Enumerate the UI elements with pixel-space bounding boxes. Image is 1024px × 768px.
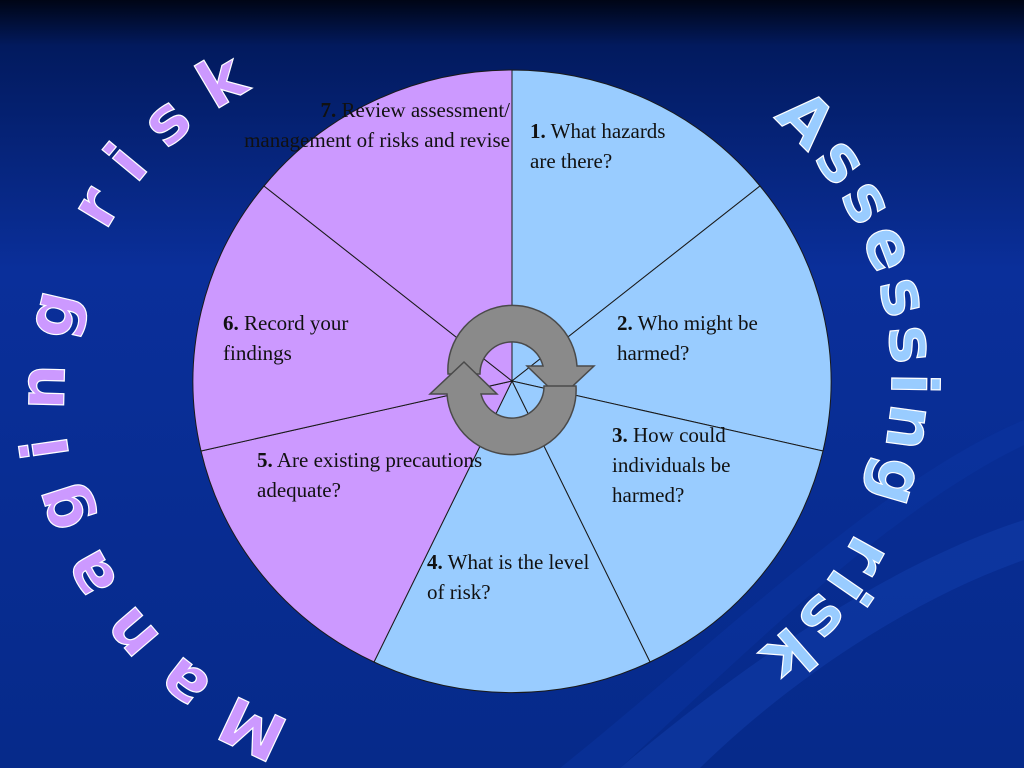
step-3-text: How could individuals be harmed? bbox=[612, 423, 731, 507]
segment-6 bbox=[192, 185, 514, 452]
step-3-number: 3. bbox=[612, 423, 628, 447]
step-7: 7. Review assessment/ management of risk… bbox=[240, 95, 510, 155]
step-7-text: Review assessment/ management of risks a… bbox=[244, 98, 510, 152]
step-2-text: Who might be harmed? bbox=[617, 311, 758, 365]
step-5-number: 5. bbox=[257, 448, 273, 472]
segment-1 bbox=[511, 69, 761, 383]
segment-3 bbox=[511, 380, 824, 663]
step-6-number: 6. bbox=[223, 311, 239, 335]
risk-wheel bbox=[192, 69, 832, 694]
step-6: 6. Record your findings bbox=[223, 308, 403, 368]
cycle-arrows-icon bbox=[428, 304, 596, 456]
segment-5 bbox=[200, 380, 513, 663]
step-5: 5. Are existing precautions adequate? bbox=[257, 445, 502, 505]
segment-7 bbox=[263, 69, 513, 383]
background-swoosh bbox=[620, 520, 1024, 768]
segment-4 bbox=[373, 379, 651, 694]
step-4-number: 4. bbox=[427, 550, 443, 574]
step-4: 4. What is the level of risk? bbox=[427, 547, 607, 607]
step-5-text: Are existing precautions adequate? bbox=[257, 448, 483, 502]
step-1-text: What hazards are there? bbox=[530, 119, 666, 173]
segment-2 bbox=[510, 185, 832, 452]
step-3: 3. How could individuals be harmed? bbox=[612, 420, 782, 510]
step-4-text: What is the level of risk? bbox=[427, 550, 590, 604]
step-2-number: 2. bbox=[617, 311, 633, 335]
step-1: 1. What hazards are there? bbox=[530, 116, 670, 176]
background-swoosh bbox=[560, 420, 1024, 768]
step-6-text: Record your findings bbox=[223, 311, 349, 365]
step-1-number: 1. bbox=[530, 119, 546, 143]
step-7-number: 7. bbox=[320, 98, 337, 122]
step-2: 2. Who might be harmed? bbox=[617, 308, 807, 368]
